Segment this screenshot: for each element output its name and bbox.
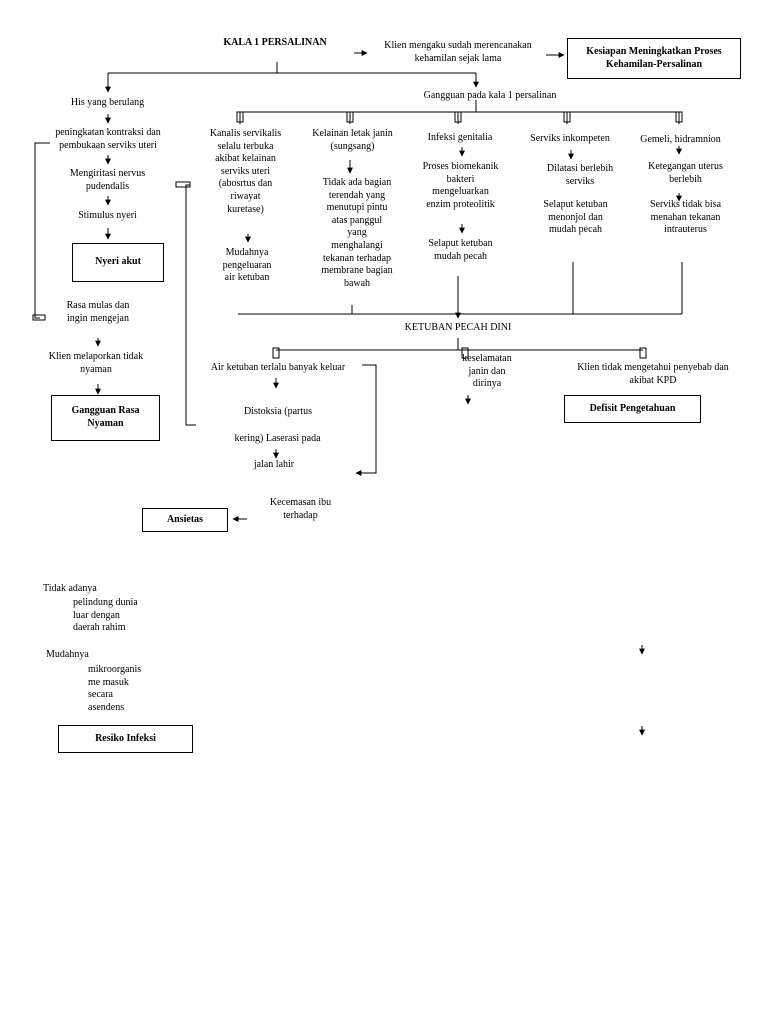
bracket-right	[185, 184, 196, 426]
node-klien-melaporkan: Klien melaporkan tidak nyaman	[48, 351, 144, 375]
node-serviks-inkompeten: Serviks inkompeten	[530, 133, 610, 144]
node-pelindung: pelindung dunia luar dengan daerah rahim	[73, 597, 138, 634]
node-tidak-adanya: Tidak adanya	[43, 583, 97, 594]
diagnosis-defisit-pengetahuan: Defisit Pengetahuan	[564, 395, 701, 423]
node-tidak-ada-bagian: Tidak ada bagian terendah yang menutupi …	[321, 177, 393, 289]
node-peningkatan: peningkatan kontraksi dan pembukaan serv…	[55, 127, 161, 151]
node-serviks-tidak-bisa: Serviks tidak bisa menahan tekanan intra…	[649, 199, 722, 236]
node-jalan-lahir: jalan lahir	[253, 459, 295, 470]
bracket-left	[34, 142, 50, 319]
junction-kelainan	[346, 111, 354, 123]
node-air-ketuban: Air ketuban terlalu banyak keluar	[210, 362, 346, 373]
node-selaput-mudah-pecah: Selaput ketuban mudah pecah	[428, 238, 493, 262]
diagnosis-ansietas: Ansietas	[142, 508, 228, 532]
junction-gemeli	[675, 111, 683, 123]
diagnosis-resiko-infeksi: Resiko Infeksi	[58, 725, 193, 753]
node-infeksi-genitalia: Infeksi genitalia	[427, 132, 493, 143]
node-klien-tidak-mengetahui: Klien tidak mengetahui penyebab dan akib…	[577, 362, 729, 386]
junction-infeksi	[454, 111, 462, 123]
diagram-title: KALA 1 PERSALINAN	[223, 37, 327, 48]
node-stimulus: Stimulus nyeri	[78, 210, 137, 221]
node-kanalis: Kanalis servikalis selalu terbuka akibat…	[209, 128, 282, 215]
junction-keselamatan	[461, 347, 469, 359]
node-keselamatan: keselamatan janin dan dirinya	[462, 353, 512, 390]
diagnosis-gangguan-rasa-nyaman: Gangguan Rasa Nyaman	[51, 395, 160, 441]
bracket-air-ketuban	[355, 364, 377, 476]
node-dilatasi: Dilatasi berlebih serviks	[546, 163, 614, 187]
node-gangguan-kala1: Gangguan pada kala 1 persalinan	[423, 90, 557, 101]
node-kering: kering) Laserasi pada	[234, 433, 321, 444]
node-mengiritasi: Mengiritasi nervus pudendalis	[69, 168, 146, 192]
node-distoksia: Distoksia (partus	[243, 406, 313, 417]
junction-klien	[639, 347, 647, 359]
node-mikroorganisme: mikroorganis me masuk secara asendens	[88, 664, 142, 713]
node-klien-mengaku: Klien mengaku sudah merencanakan kehamil…	[384, 40, 532, 64]
node-his: His yang berulang	[70, 97, 145, 108]
node-ketegangan: Ketegangan uterus berlebih	[648, 161, 723, 185]
node-mudahnya-pengeluaran: Mudahnya pengeluaran air ketuban	[222, 247, 272, 284]
node-proses-biomekanik: Proses biomekanik bakteri mengeluarkan e…	[422, 161, 499, 210]
diagnosis-kesiapan: Kesiapan Meningkatkan Proses Kehamilan-P…	[567, 38, 741, 79]
diagnosis-nyeri-akut: Nyeri akut	[72, 243, 164, 282]
node-selaput-menonjol: Selaput ketuban menonjol dan mudah pecah	[543, 199, 608, 236]
node-mudahnya: Mudahnya	[46, 649, 89, 660]
node-gemeli: Gemeli, hidramnion	[640, 134, 721, 145]
node-kelainan-letak: Kelainan letak janin (sungsang)	[312, 128, 393, 152]
node-kpd: KETUBAN PECAH DINI	[404, 322, 512, 333]
node-kecemasan: Kecemasan ibu terhadap	[269, 497, 332, 521]
junction-kanalis	[236, 111, 244, 123]
junction-serviks	[563, 111, 571, 123]
junction-left	[32, 314, 46, 321]
junction-air	[272, 347, 280, 359]
node-rasa-mulas: Rasa mulas dan ingin mengejan	[66, 300, 130, 324]
